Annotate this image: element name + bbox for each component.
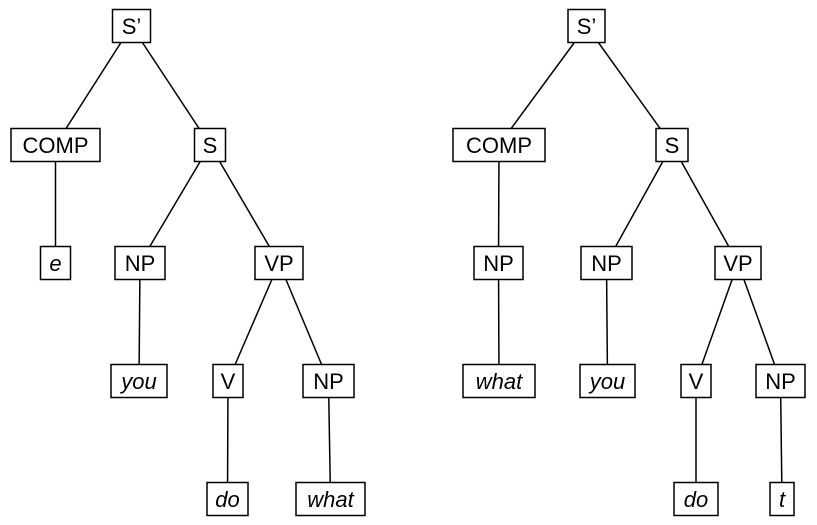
left-tree-node-e: e bbox=[39, 245, 72, 281]
node-box bbox=[302, 363, 355, 399]
node-label: S bbox=[665, 133, 680, 158]
node-box bbox=[206, 481, 249, 517]
left-tree-node-s-bar: S’ bbox=[111, 8, 152, 44]
left-tree-node-np-subj: NP bbox=[114, 245, 166, 281]
node-box bbox=[473, 245, 524, 281]
left-tree-node-you: you bbox=[110, 363, 168, 399]
tree-edge-s-bar-comp bbox=[498, 25, 588, 146]
tree-edge-vp-np-obj bbox=[278, 262, 330, 382]
node-box bbox=[39, 245, 72, 281]
node-label: COMP bbox=[466, 133, 532, 158]
node-label: NP bbox=[765, 369, 796, 394]
node-box bbox=[212, 363, 244, 399]
node-box bbox=[452, 127, 546, 163]
node-label: VP bbox=[264, 251, 293, 276]
node-label: you bbox=[588, 369, 625, 394]
tree-edge-s-bar-s bbox=[130, 25, 211, 146]
tree-edge-s-np-subj bbox=[605, 144, 673, 264]
node-box bbox=[295, 481, 366, 517]
right-tree-node-np-obj: NP bbox=[755, 363, 806, 399]
right-tree-node-comp: COMP bbox=[452, 127, 546, 163]
tree-edge-s-np-subj bbox=[139, 144, 211, 264]
tree-edge-np-obj-what bbox=[327, 380, 332, 500]
node-box bbox=[10, 127, 101, 163]
right-tree: S’ COMP S NP NP VP what you V NP do t bbox=[452, 8, 806, 517]
left-tree-node-s: S bbox=[193, 127, 227, 163]
left-tree-node-comp: COMP bbox=[10, 127, 101, 163]
right-tree-node-vp: VP bbox=[714, 245, 762, 281]
node-label: VP bbox=[723, 251, 752, 276]
tree-edge-vp-v bbox=[227, 262, 280, 382]
node-label: S’ bbox=[577, 14, 597, 39]
node-box bbox=[579, 363, 636, 399]
right-tree-node-t: t bbox=[769, 481, 795, 517]
node-label: S’ bbox=[122, 14, 142, 39]
right-tree-node-v: V bbox=[680, 363, 712, 399]
tree-edge-s-vp bbox=[671, 144, 739, 264]
tree-edge-s-vp bbox=[209, 144, 280, 264]
node-label: what bbox=[476, 369, 523, 394]
left-tree-node-v: V bbox=[212, 363, 244, 399]
left-tree-node-np-obj: NP bbox=[302, 363, 355, 399]
node-label: V bbox=[221, 369, 236, 394]
node-label: COMP bbox=[23, 133, 89, 158]
node-box bbox=[755, 363, 806, 399]
node-label: do bbox=[684, 487, 708, 512]
node-label: t bbox=[779, 487, 786, 512]
right-tree-node-do: do bbox=[673, 481, 719, 517]
node-label: NP bbox=[483, 251, 514, 276]
node-box bbox=[114, 245, 166, 281]
tree-edge-v-do bbox=[226, 380, 229, 500]
node-label: NP bbox=[125, 251, 156, 276]
tree-edge-s-bar-s bbox=[585, 25, 673, 146]
node-box bbox=[111, 8, 152, 44]
node-label: NP bbox=[591, 251, 622, 276]
node-label: S bbox=[203, 133, 218, 158]
right-tree-node-s: S bbox=[655, 127, 689, 163]
tree-edge-comp-np-wh bbox=[497, 144, 500, 264]
tree-edge-vp-v bbox=[695, 262, 739, 382]
node-box bbox=[254, 245, 304, 281]
right-tree-node-what: what bbox=[462, 363, 536, 399]
node-box bbox=[680, 363, 712, 399]
node-box bbox=[110, 363, 168, 399]
left-tree-node-what: what bbox=[295, 481, 366, 517]
node-box bbox=[655, 127, 689, 163]
node-label: NP bbox=[313, 369, 344, 394]
node-label: you bbox=[119, 369, 156, 394]
tree-edge-s-bar-comp bbox=[54, 25, 133, 146]
node-box bbox=[580, 245, 633, 281]
node-label: V bbox=[689, 369, 704, 394]
left-tree-node-vp: VP bbox=[254, 245, 304, 281]
node-box bbox=[714, 245, 762, 281]
node-box bbox=[193, 127, 227, 163]
tree-edge-np-obj-t bbox=[779, 380, 783, 500]
right-tree-node-s-bar: S’ bbox=[567, 8, 606, 44]
node-label: e bbox=[49, 251, 61, 276]
node-label: do bbox=[215, 487, 239, 512]
node-box bbox=[567, 8, 606, 44]
tree-edge-np-subj-you bbox=[138, 262, 141, 382]
right-tree-node-np-wh: NP bbox=[473, 245, 524, 281]
node-label: what bbox=[307, 487, 354, 512]
tree-edge-vp-np-obj bbox=[737, 262, 782, 382]
node-box bbox=[462, 363, 536, 399]
left-tree-node-do: do bbox=[206, 481, 249, 517]
node-box bbox=[769, 481, 795, 517]
right-tree-node-np-subj: NP bbox=[580, 245, 633, 281]
node-box bbox=[673, 481, 719, 517]
tree-edge-np-wh-what bbox=[497, 262, 500, 382]
right-tree-node-you: you bbox=[579, 363, 636, 399]
tree-edge-np-subj-you bbox=[605, 262, 609, 382]
